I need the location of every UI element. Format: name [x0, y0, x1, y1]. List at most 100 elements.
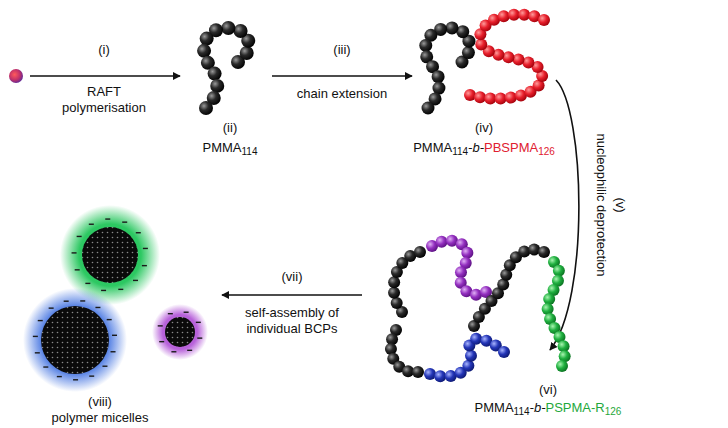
charge-symbol	[197, 337, 202, 338]
monomer-bead	[221, 21, 235, 35]
monomer-bead	[436, 236, 448, 248]
label-text: PSPMA-R	[545, 400, 604, 415]
label-text: PMMA	[203, 140, 242, 155]
monomer-bead	[462, 46, 475, 59]
charge-symbol	[159, 341, 164, 342]
monomer-bead	[388, 276, 400, 288]
charge-symbol	[75, 269, 80, 270]
charge-symbol	[38, 320, 43, 321]
polymer-name: PMMA114-b-PBSPMA126	[413, 140, 555, 160]
polymer-name: PMMA114	[203, 140, 258, 160]
label-text: polymer micelles	[52, 410, 149, 425]
monomer-bead	[234, 24, 248, 38]
label-text: PMMA	[413, 140, 452, 155]
reaction-arrow	[272, 75, 412, 77]
step-label: polymer micelles	[52, 410, 149, 426]
charge-symbol	[101, 290, 106, 291]
monomer-bead	[508, 9, 520, 21]
subscript-number: 126	[538, 146, 555, 157]
label-text: -b-	[468, 140, 484, 155]
charge-symbol	[136, 232, 141, 233]
monomer-bead	[495, 93, 507, 105]
charge-symbol	[57, 376, 62, 377]
charge-symbol	[73, 379, 78, 380]
monomer-bead	[505, 92, 517, 104]
label-text: (v)	[613, 197, 628, 212]
micelle-core	[41, 306, 109, 374]
charge-symbol	[107, 319, 112, 320]
monomer-bead	[484, 92, 496, 104]
label-text: PBSPMA	[484, 140, 538, 155]
initiator-dot	[9, 69, 23, 83]
subscript-number: 114	[514, 406, 530, 417]
step-label: (ii)	[223, 120, 237, 136]
monomer-bead	[419, 39, 432, 52]
label-text: chain extension	[297, 86, 387, 101]
chain-group	[197, 9, 571, 383]
monomer-bead	[388, 287, 400, 299]
monomer-bead	[538, 14, 550, 26]
charge-symbol	[143, 248, 148, 249]
step-label: (iii)	[333, 42, 350, 58]
monomer-bead	[513, 54, 525, 66]
step-label: self-assembly of individual BCPs	[232, 305, 352, 337]
monomer-bead	[210, 79, 224, 93]
charge-symbol	[196, 322, 201, 323]
monomer-bead	[434, 370, 446, 382]
charge-symbol	[49, 307, 54, 308]
step-label: chain extension	[297, 86, 387, 102]
monomer-bead	[461, 247, 473, 259]
step-label: (iv)	[475, 120, 493, 136]
charge-symbol	[85, 283, 90, 284]
monomer-bead	[465, 350, 477, 362]
monomer-bead	[502, 51, 514, 63]
charge-symbol	[105, 218, 110, 219]
monomer-bead	[200, 32, 214, 46]
monomer-bead	[518, 245, 530, 257]
micelle-corona	[23, 288, 127, 392]
label-text: RAFT polymerisation	[62, 84, 146, 115]
charge-symbol	[89, 375, 94, 376]
micelle-corona	[152, 304, 208, 360]
monomer-bead	[455, 266, 467, 278]
subscript-number: 126	[605, 406, 622, 417]
step-label: (viii)	[88, 394, 112, 410]
label-text: -b-	[530, 400, 546, 415]
label-text: (iv)	[475, 120, 493, 135]
label-text: (iii)	[333, 42, 350, 57]
micelle-core	[82, 227, 138, 283]
monomer-bead	[197, 44, 211, 58]
charge-symbol	[158, 325, 163, 326]
monomer-bead	[422, 102, 435, 115]
monomer-bead	[240, 46, 254, 60]
monomer-bead	[498, 10, 510, 22]
charge-symbol	[111, 351, 116, 352]
charge-symbol	[171, 351, 176, 352]
reaction-arrow	[30, 75, 180, 77]
label-text: (vi)	[539, 382, 557, 397]
charge-symbol	[64, 300, 69, 301]
step-label: (vi)	[539, 382, 557, 398]
step-label: (i)	[98, 42, 110, 58]
monomer-bead	[470, 333, 482, 345]
charge-symbol	[95, 307, 100, 308]
monomer-bead	[446, 21, 459, 34]
charge-symbol	[118, 289, 123, 290]
monomer-bead	[391, 297, 403, 309]
step-label-vertical: (v)	[612, 197, 628, 212]
monomer-bead	[462, 360, 474, 372]
subscript-number: 114	[452, 146, 468, 157]
charge-symbol	[35, 352, 40, 353]
charge-symbol	[102, 366, 107, 367]
charge-symbol	[168, 313, 173, 314]
charge-symbol	[77, 236, 82, 237]
chain-guide	[474, 249, 544, 326]
label-text: nucleophilic deprotection	[594, 133, 609, 276]
charge-symbol	[89, 224, 94, 225]
charge-symbol	[133, 280, 138, 281]
charge-symbol	[184, 312, 189, 313]
step-label: RAFT polymerisation	[54, 84, 154, 116]
label-text: (i)	[98, 42, 110, 57]
charge-symbol	[187, 350, 192, 351]
